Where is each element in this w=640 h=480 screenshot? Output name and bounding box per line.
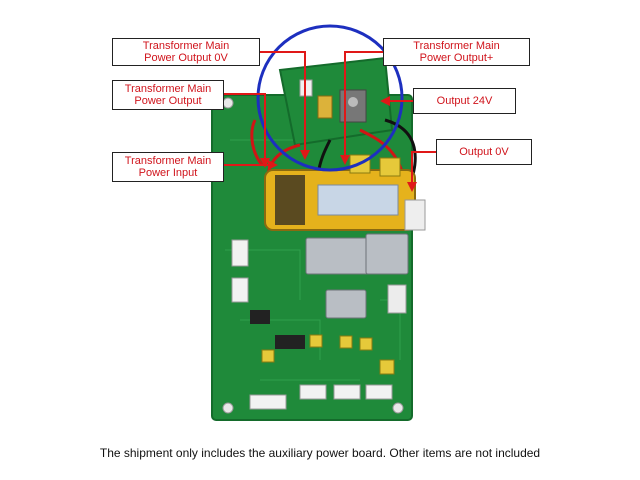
label-output-24v: Output 24V (413, 88, 516, 114)
label-output-0v: Output 0V (436, 139, 532, 165)
mount-hole-tl (222, 97, 234, 109)
label-line-2: Power Input (138, 167, 198, 179)
label-line-1: Output 24V (436, 95, 493, 107)
label-line-2: Power Output (134, 95, 202, 107)
caption: The shipment only includes the auxiliary… (99, 446, 541, 460)
label-line-2: Power Output 0V (144, 52, 228, 64)
label-line-1: Transformer Main (142, 40, 230, 52)
label-tm-output: Transformer Main Power Output (112, 80, 224, 110)
label-line-2: Power Output+ (419, 52, 494, 64)
bottom-connectors (231, 239, 393, 410)
label-line-1: Transformer Main (124, 155, 212, 167)
label-line-1: Transformer Main (413, 40, 500, 52)
mount-hole-br (392, 402, 404, 414)
highlight-circle (256, 24, 404, 172)
auxiliary-board (278, 56, 394, 147)
transformer (264, 169, 426, 231)
arrow-heads (260, 96, 417, 192)
label-tm-output-0v: Transformer Main Power Output 0V (112, 38, 260, 66)
mount-hole-bl (222, 402, 234, 414)
heatsinks (305, 233, 409, 319)
label-tm-output-plus: Transformer Main Power Output+ (383, 38, 530, 66)
label-line-1: Output 0V (459, 146, 509, 158)
label-tm-input: Transformer Main Power Input (112, 152, 224, 182)
label-line-1: Transformer Main (124, 83, 212, 95)
